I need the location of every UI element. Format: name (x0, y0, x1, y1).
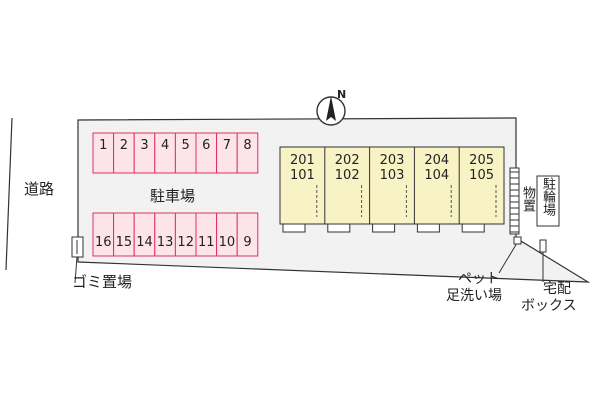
parking-top-slot-number: 6 (202, 138, 210, 153)
bike-parking-label: 駐輪場 (540, 177, 555, 216)
garbage-label: ゴミ置場 (72, 273, 133, 291)
parking-top-slot-number: 3 (140, 138, 148, 153)
parking-bottom-slot-number: 10 (219, 235, 236, 250)
unit-entrance-step (372, 223, 396, 233)
unit-lower-number: 103 (380, 168, 405, 183)
parking-top-slot-number: 8 (243, 138, 251, 153)
unit-entrance-step (416, 223, 440, 233)
parking-bottom-slot-number: 12 (177, 235, 194, 250)
unit-upper-number: 201 (290, 153, 315, 168)
parking-top-slot-number: 5 (182, 138, 190, 153)
parking-bottom-slot-number: 14 (136, 235, 153, 250)
road-label: 道路 (24, 180, 55, 198)
compass-label: N (337, 88, 346, 101)
stairs-icon (509, 167, 520, 235)
building-outline (279, 146, 505, 225)
parking-top-slot-number: 7 (223, 138, 231, 153)
unit-entrance-step (327, 223, 351, 233)
parking-top-slot-number: 2 (120, 138, 128, 153)
parking-bottom-slot-number: 15 (116, 235, 133, 250)
pet-wash-leader-line (498, 242, 518, 274)
parking-top-slot-number: 4 (161, 138, 169, 153)
parking-label: 駐車場 (150, 187, 196, 205)
unit-lower-number: 105 (469, 168, 494, 183)
parking-bottom-slot-number: 9 (243, 235, 251, 250)
unit-upper-number: 203 (380, 153, 405, 168)
unit-lower-number: 104 (424, 168, 449, 183)
bike-parking-box (536, 175, 560, 227)
unit-entrance-step (282, 223, 306, 233)
pet-wash-label-line2: 足洗い場 (446, 288, 502, 304)
delivery-box-marker (539, 239, 547, 253)
parking-bottom-slot-number: 16 (95, 235, 112, 250)
unit-upper-number: 202 (335, 153, 360, 168)
unit-lower-number: 102 (335, 168, 360, 183)
unit-upper-number: 204 (424, 153, 449, 168)
pet-wash-marker (513, 236, 522, 245)
pet-wash-label-line1: ペット (458, 271, 500, 287)
delivery-box-label-line2: ボックス (521, 298, 577, 314)
parking-bottom-slot (236, 212, 259, 257)
parking-bottom-slot-number: 11 (198, 235, 215, 250)
delivery-box-label-line1: 宅配 (543, 281, 571, 297)
garbage-leader-line (74, 256, 78, 284)
parking-top-slot-number: 1 (99, 138, 107, 153)
unit-upper-number: 205 (469, 153, 494, 168)
parking-bottom-slot-number: 13 (157, 235, 174, 250)
unit-lower-number: 101 (290, 168, 315, 183)
unit-entrance-step (461, 223, 485, 233)
parking-top-slot (236, 132, 259, 174)
compass-icon: N (316, 88, 346, 126)
road-edge-line (5, 117, 13, 271)
storage-label: 物置 (520, 186, 535, 212)
